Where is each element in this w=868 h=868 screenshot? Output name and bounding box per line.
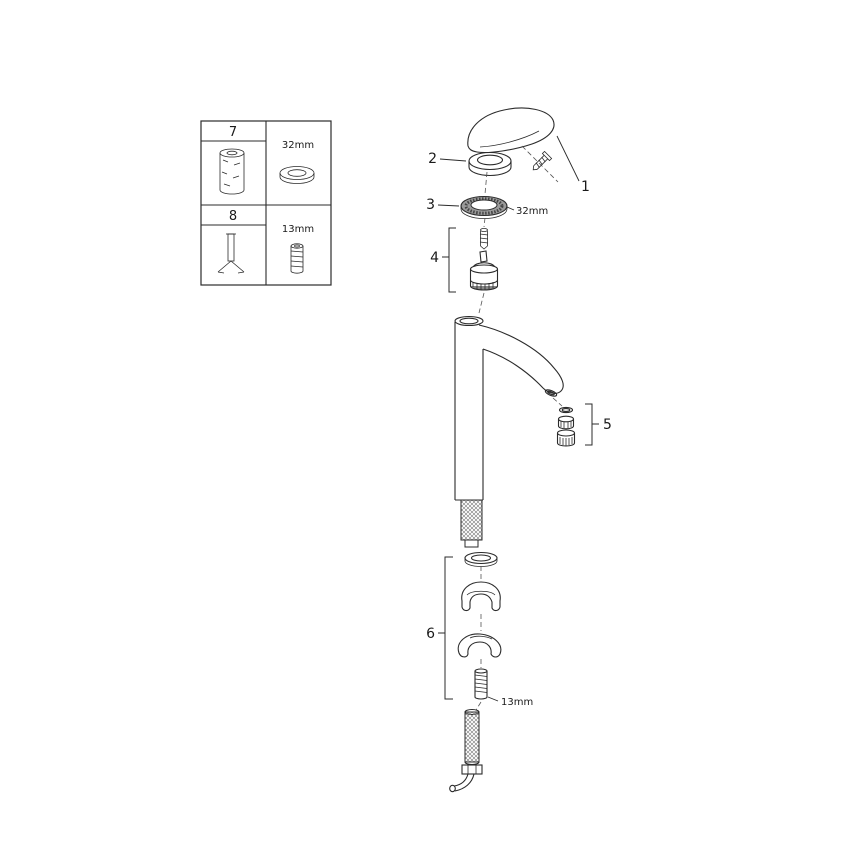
callout-6: 6 <box>426 626 435 642</box>
ring-dimension-leader <box>506 206 515 211</box>
callout-2-leader <box>439 158 467 162</box>
supply-hose <box>449 708 483 793</box>
table-part-8-number: 8 <box>229 209 237 224</box>
callout-2: 2 <box>428 151 437 167</box>
cartridge-screw <box>479 227 489 250</box>
mounting-ring <box>460 195 508 219</box>
callout-3-leader <box>437 204 460 207</box>
aerator-assembly <box>556 406 576 447</box>
parts-table: 7 32mm 8 13mm <box>200 120 332 286</box>
threaded-shank <box>460 499 483 548</box>
handle-cap <box>468 151 512 177</box>
cartridge <box>469 250 499 291</box>
callout-6-bracket <box>438 556 453 700</box>
ring-screw-centerline <box>483 217 486 228</box>
handle-lever <box>467 107 555 154</box>
callout-1-leader <box>556 135 580 182</box>
callout-4: 4 <box>430 250 439 266</box>
callout-4-bracket <box>442 227 456 293</box>
cartridge-body-centerline <box>478 292 485 314</box>
aerator-centerline <box>552 397 563 407</box>
table-part-7-size: 32mm <box>282 140 314 151</box>
ring-dimension-label: 32mm <box>516 206 548 217</box>
table-part-8-size: 13mm <box>282 224 314 235</box>
table-part-7-number: 7 <box>229 125 237 140</box>
callout-1: 1 <box>581 179 590 195</box>
callout-5: 5 <box>603 417 612 433</box>
mounting-wedge <box>461 581 501 612</box>
cap-ring-centerline <box>484 171 488 195</box>
threaded-stud <box>474 668 488 700</box>
table-cartridge-drawing <box>219 148 245 195</box>
stud-dimension-label: 13mm <box>501 697 533 708</box>
handle-screw <box>532 150 553 171</box>
base-gasket <box>464 551 498 567</box>
callout-5-bracket <box>585 403 599 446</box>
table-tool-drawing <box>217 233 245 274</box>
mounting-clamp <box>457 633 502 658</box>
faucet-body <box>454 315 564 501</box>
table-ring-drawing <box>279 166 315 184</box>
screw-axis-centerline <box>521 145 559 183</box>
callout-3: 3 <box>426 197 435 213</box>
table-adapter-drawing <box>290 243 304 274</box>
stud-hose-centerline <box>475 701 482 711</box>
stud-dimension-leader <box>487 696 499 702</box>
